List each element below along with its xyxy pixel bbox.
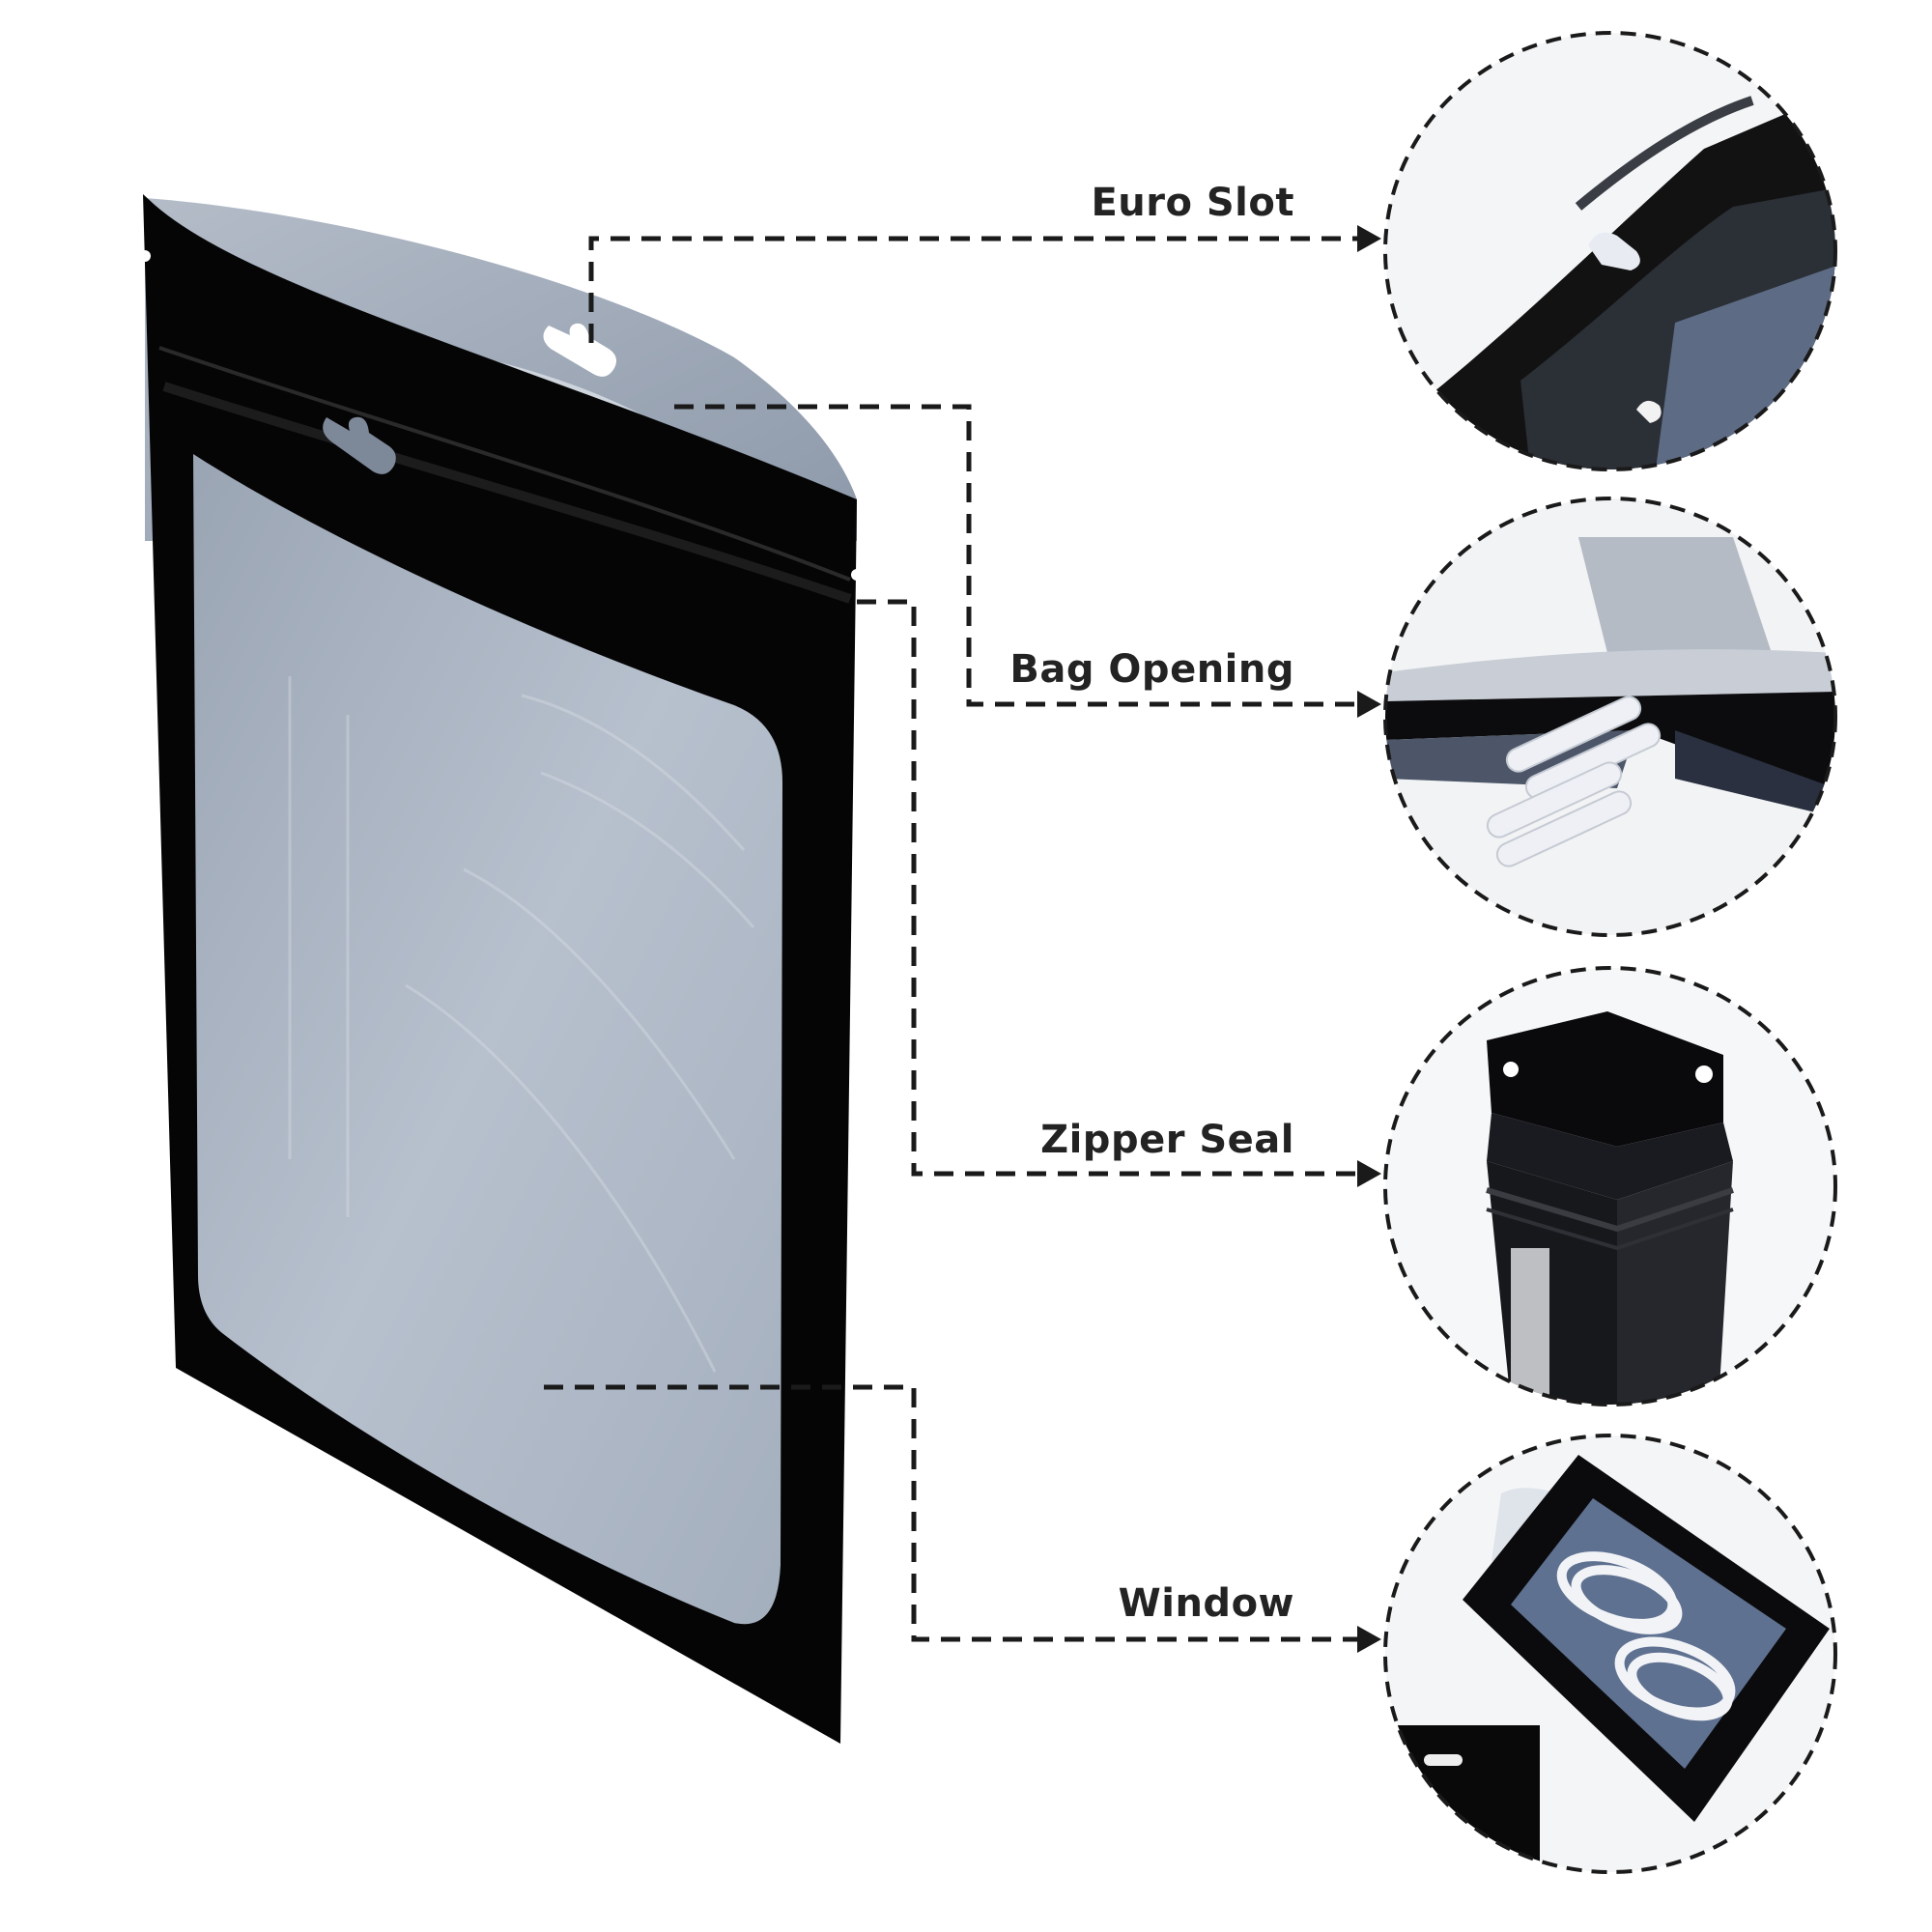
detail-photo-euro-slot bbox=[1385, 33, 1835, 469]
callout-label-euro-slot: Euro Slot bbox=[1091, 181, 1294, 225]
leader-line-bag-opening bbox=[674, 404, 1362, 707]
callout-label-bag-opening: Bag Opening bbox=[1009, 647, 1294, 692]
leader-line-zipper-seal bbox=[857, 599, 1362, 1177]
arrow-bag-opening-icon bbox=[1357, 691, 1381, 718]
callout-label-zipper-seal: Zipper Seal bbox=[1040, 1118, 1294, 1162]
detail-photo-window bbox=[1385, 1435, 1835, 1872]
detail-photo-zipper-seal bbox=[1385, 968, 1835, 1405]
leader-line-euro-slot bbox=[588, 236, 1362, 343]
callout-label-window: Window bbox=[1118, 1581, 1294, 1626]
arrow-window-icon bbox=[1357, 1626, 1381, 1653]
arrow-zipper-seal-icon bbox=[1357, 1160, 1381, 1187]
arrowheads bbox=[1357, 225, 1381, 1653]
arrow-euro-slot-icon bbox=[1357, 225, 1381, 252]
leader-lines bbox=[544, 236, 1362, 1642]
leader-line-window bbox=[544, 1384, 1362, 1642]
detail-photo-bag-opening bbox=[1385, 498, 1835, 935]
bag-window bbox=[193, 454, 782, 1625]
euro-slot-hole-back bbox=[543, 323, 616, 377]
euro-slot-hole-front bbox=[323, 416, 396, 474]
